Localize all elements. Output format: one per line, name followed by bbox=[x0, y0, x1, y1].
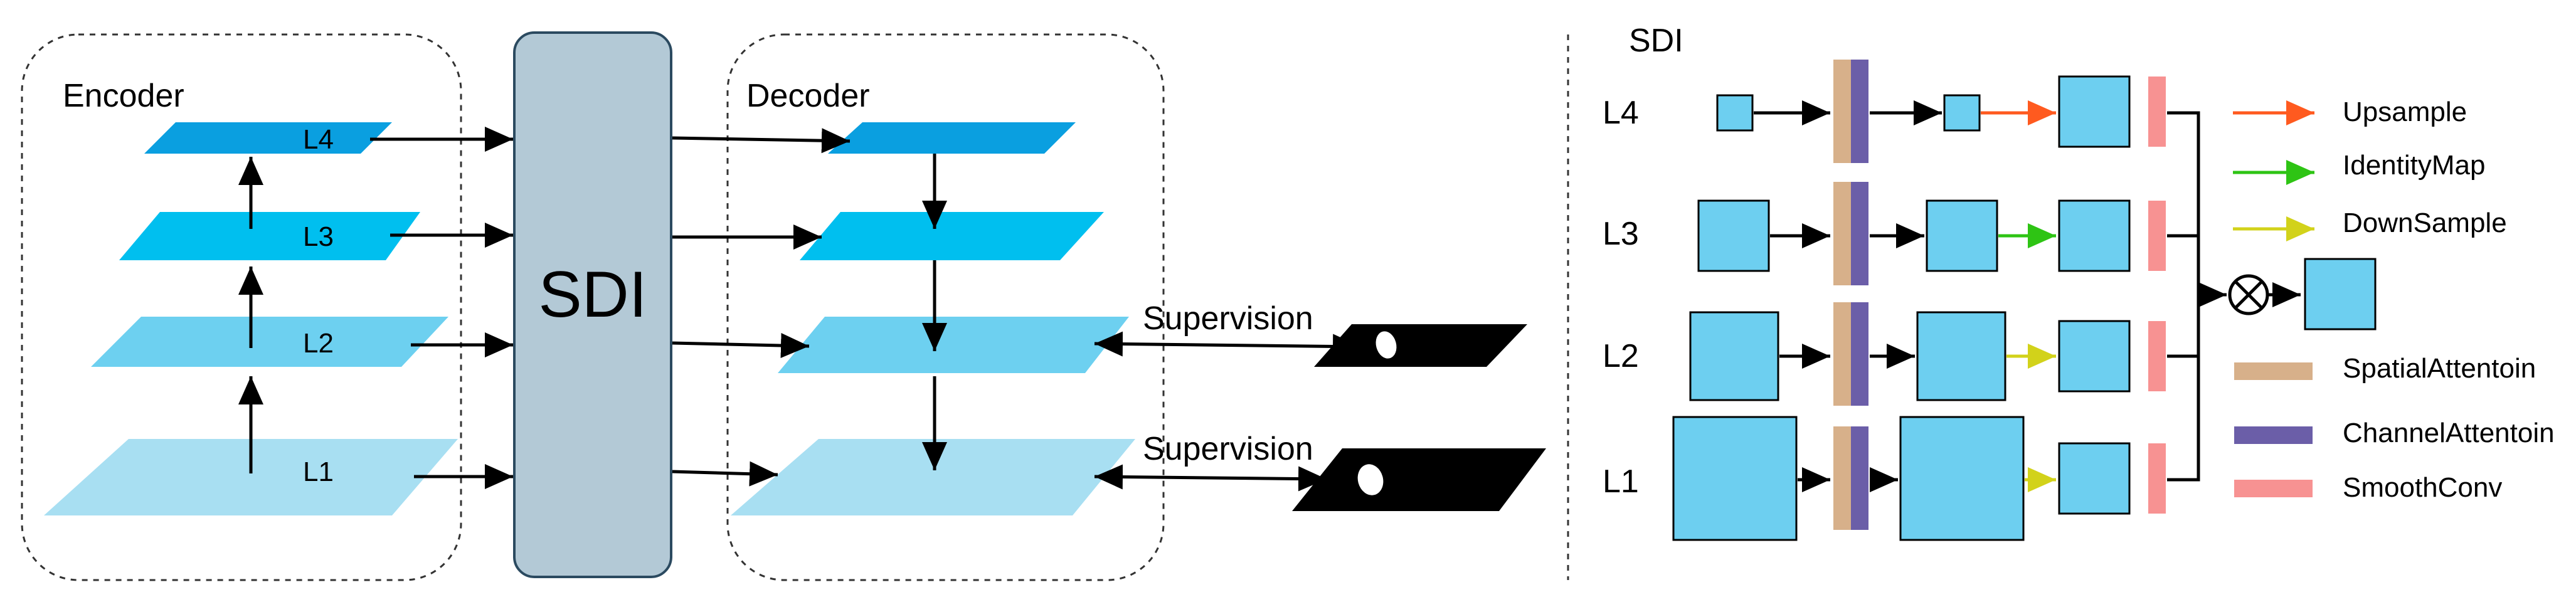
detail-l2-input bbox=[1689, 311, 1779, 401]
detail-l3-spatial-bar bbox=[1833, 182, 1851, 285]
detail-l2-resampled bbox=[2058, 320, 2131, 393]
legend-upsample-label: Upsample bbox=[2343, 97, 2467, 127]
detail-l1-input bbox=[1672, 416, 1798, 541]
encoder-l4-label: L4 bbox=[303, 124, 334, 155]
encoder-l1 bbox=[44, 439, 458, 515]
detail-output-block bbox=[2304, 258, 2377, 330]
encoder-l2-label: L2 bbox=[303, 328, 334, 359]
detail-l2-spatial-bar bbox=[1833, 302, 1851, 406]
detail-l2-channel-bar bbox=[1851, 302, 1868, 406]
detail-l3-channel-bar bbox=[1851, 182, 1868, 285]
supervision-label-bottom: Supervision bbox=[1143, 431, 1313, 467]
detail-l3-input bbox=[1697, 199, 1770, 272]
legend-channel-swatch bbox=[2234, 426, 2313, 444]
decoder-l1 bbox=[731, 439, 1135, 515]
supervision-label-top: Supervision bbox=[1143, 300, 1313, 337]
detail-l1-spatial-bar bbox=[1833, 426, 1851, 530]
detail-l3-label: L3 bbox=[1603, 216, 1639, 252]
detail-l3-resampled bbox=[2058, 199, 2131, 272]
detail-l4-resampled bbox=[2058, 75, 2131, 148]
legend-spatial-label: SpatialAttentoin bbox=[2343, 353, 2536, 384]
legend-identity-label: IdentityMap bbox=[2343, 150, 2485, 181]
legend-smooth-label: SmoothConv bbox=[2343, 472, 2502, 503]
supervision-arrow-top bbox=[1094, 331, 1362, 359]
detail-l1-channel-bar bbox=[1851, 426, 1868, 530]
mask-bottom bbox=[1292, 448, 1546, 511]
detail-l1-attended bbox=[1899, 416, 2025, 541]
legend-smooth-swatch bbox=[2234, 480, 2313, 497]
legend-channel-label: ChannelAttentoin bbox=[2343, 418, 2555, 448]
mask-top bbox=[1314, 324, 1527, 367]
detail-l2-smooth-bar bbox=[2148, 321, 2166, 391]
detail-l4-label: L4 bbox=[1603, 95, 1639, 131]
detail-merge-line bbox=[2167, 111, 2200, 482]
mask-top-blob bbox=[1375, 331, 1397, 359]
legend-downsample-label: DownSample bbox=[2343, 208, 2507, 238]
detail-l2-label: L2 bbox=[1603, 338, 1639, 374]
decoder-l4 bbox=[828, 122, 1076, 154]
detail-l4-smooth-bar bbox=[2148, 77, 2166, 147]
overall-architecture: Encoder Decoder SDI L4 L3 L2 L1 bbox=[21, 31, 1546, 581]
decoder-l2 bbox=[778, 317, 1129, 373]
encoder-l3 bbox=[119, 212, 420, 260]
multiply-icon-stroke-b bbox=[2234, 280, 2263, 309]
detail-l4-attended bbox=[1943, 94, 1981, 132]
encoder-box bbox=[21, 33, 462, 581]
detail-l3-smooth-bar bbox=[2148, 201, 2166, 271]
sdi-detail: SDI L4 L3 L2 L1 bbox=[1603, 23, 2555, 541]
decoder-l3 bbox=[800, 212, 1104, 260]
encoder-l2 bbox=[91, 317, 448, 367]
legend-spatial-swatch bbox=[2234, 362, 2313, 380]
detail-l3-attended bbox=[1926, 199, 1998, 272]
encoder-l1-label: L1 bbox=[303, 457, 334, 487]
arrow-sdi-dec-l4 bbox=[672, 128, 851, 154]
mask-bottom-blob bbox=[1357, 464, 1384, 495]
legend: Upsample IdentityMap DownSample SpatialA… bbox=[2233, 97, 2555, 503]
encoder-l3-label: L3 bbox=[303, 221, 334, 252]
sdi-block-label: SDI bbox=[538, 258, 647, 331]
arrow-sdi-dec-l1 bbox=[672, 461, 778, 487]
arrow-sdi-dec-l2 bbox=[672, 332, 810, 358]
decoder-label: Decoder bbox=[746, 78, 870, 114]
detail-l1-label: L1 bbox=[1603, 463, 1639, 500]
detail-l4-spatial-bar bbox=[1833, 60, 1851, 163]
detail-l1-smooth-bar bbox=[2148, 443, 2166, 514]
detail-l4-channel-bar bbox=[1851, 60, 1868, 163]
sdi-block bbox=[513, 31, 672, 578]
decoder-box bbox=[726, 33, 1165, 581]
detail-l4-input bbox=[1716, 94, 1754, 132]
encoder-label: Encoder bbox=[63, 78, 184, 114]
supervision-arrow-bottom bbox=[1094, 464, 1327, 492]
detail-l1-resampled bbox=[2058, 442, 2131, 515]
sdi-detail-title: SDI bbox=[1629, 23, 1683, 59]
detail-l2-attended bbox=[1916, 311, 2006, 401]
encoder-l4 bbox=[144, 122, 392, 154]
